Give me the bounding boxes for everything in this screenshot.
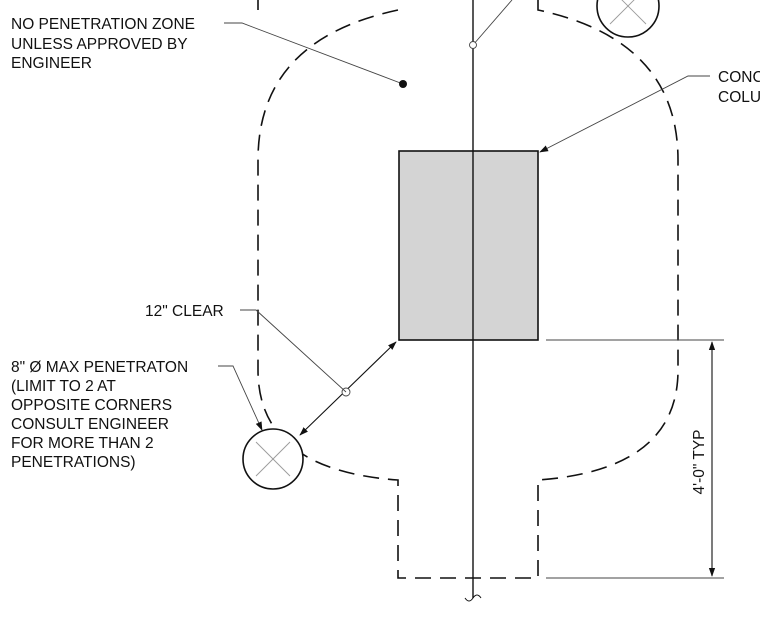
note-line: UNLESS APPROVED BY xyxy=(11,36,187,53)
no-penetration-zone-outline xyxy=(257,0,679,579)
grid-leader xyxy=(472,0,513,46)
zone-leader xyxy=(224,22,404,85)
clearance-note: 12" CLEAR xyxy=(145,303,224,320)
no-penetration-zone-note: NO PENETRATION ZONE UNLESS APPROVED BY E… xyxy=(11,16,199,72)
note-line: (LIMIT TO 2 AT xyxy=(11,378,116,395)
zone-leader-dot xyxy=(399,80,407,88)
clearance-leader xyxy=(240,309,347,393)
note-line: 8" Ø MAX PENETRATON xyxy=(11,359,188,376)
grid-line-break xyxy=(464,594,482,602)
note-line: NO PENETRATION ZONE xyxy=(11,16,195,33)
dimension-label: 4'-0" TYP xyxy=(691,429,708,494)
note-line: OPPOSITE CORNERS xyxy=(11,397,172,414)
circle-x-icon xyxy=(242,428,304,490)
note-line: CONC xyxy=(718,69,760,86)
note-line: ENGINEER xyxy=(11,55,92,72)
note-line: CONSULT ENGINEER xyxy=(11,416,169,433)
circle-x-icon xyxy=(596,0,660,38)
note-line: FOR MORE THAN 2 xyxy=(11,435,154,452)
penetration-note: 8" Ø MAX PENETRATON (LIMIT TO 2 AT OPPOS… xyxy=(11,359,193,471)
column-leader xyxy=(539,75,710,153)
grid-leader-dot xyxy=(469,41,477,49)
note-line: COLU xyxy=(718,89,760,106)
note-line: PENETRATIONS) xyxy=(11,454,136,471)
penetration-leader xyxy=(218,365,263,431)
column-note: CONC COLU xyxy=(718,69,760,106)
concrete-column xyxy=(398,150,539,341)
